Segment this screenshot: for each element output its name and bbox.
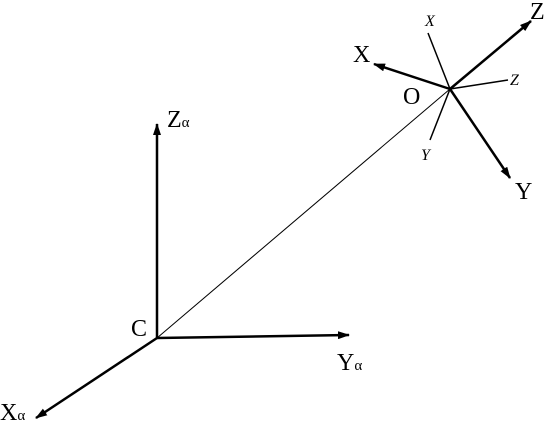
- object-origin-label: O: [403, 84, 420, 110]
- base-x-label-sub: α: [17, 408, 25, 424]
- object-italic-z-label: Z: [510, 72, 520, 89]
- base-z-label-sub: α: [182, 115, 190, 131]
- object-y-label: Y: [515, 179, 532, 205]
- object-z-label: Z: [530, 0, 545, 25]
- base-y-label: Yα: [337, 350, 362, 376]
- object-italic-x-axis: [427, 32, 451, 90]
- base-z-label: Zα: [167, 107, 190, 133]
- base-z-label-name: Z: [167, 107, 182, 133]
- base-x-axis: [35, 336, 158, 420]
- base-y-axis: [156, 331, 350, 340]
- object-x-axis: [373, 62, 451, 91]
- c-to-o-line: [156, 88, 451, 339]
- base-x-label: Xα: [0, 400, 25, 424]
- object-z-axis: [449, 20, 532, 90]
- base-origin-label: C: [131, 316, 147, 342]
- object-x-label: X: [353, 42, 370, 68]
- base-y-label-name: Y: [337, 350, 354, 376]
- base-y-label-sub: α: [354, 358, 362, 374]
- object-italic-z-axis: [449, 79, 509, 90]
- object-y-axis: [448, 88, 512, 179]
- object-italic-x-label: X: [424, 13, 436, 30]
- object-italic-y-axis: [429, 88, 451, 141]
- object-italic-y-label: Y: [421, 147, 432, 164]
- base-x-label-name: X: [0, 400, 17, 424]
